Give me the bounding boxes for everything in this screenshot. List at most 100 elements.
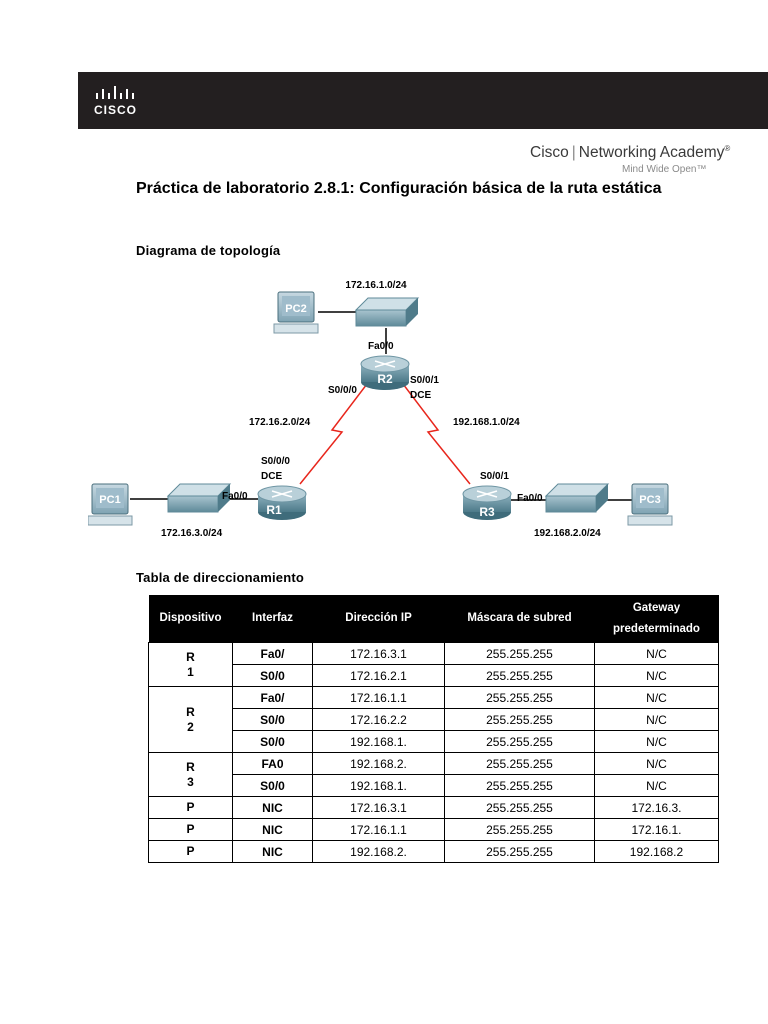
table-row: R 1 Fa0/ 172.16.3.1 255.255.255 N/C xyxy=(148,642,719,687)
r3-fa-label: Fa0/0 xyxy=(517,493,543,504)
gateway-cell: N/C xyxy=(594,774,719,797)
device-cell: R 1 xyxy=(148,642,233,687)
switch-left xyxy=(166,483,232,513)
gateway-cell: N/C xyxy=(594,708,719,731)
mask-cell: 255.255.255 xyxy=(444,686,595,709)
switch-top xyxy=(354,297,420,327)
device-cell: R 2 xyxy=(148,686,233,753)
gateway-cell: 192.168.2 xyxy=(594,840,719,863)
ip-cell: 172.16.3.1 xyxy=(312,642,445,665)
ip-cell: 192.168.1. xyxy=(312,730,445,753)
addressing-table: Dispositivo Interfaz Dirección IP Máscar… xyxy=(148,595,719,863)
interface-cell: S0/0 xyxy=(232,774,313,797)
mask-cell: 255.255.255 xyxy=(444,818,595,841)
gateway-cell: N/C xyxy=(594,752,719,775)
r1-s000-label: S0/0/0 xyxy=(261,456,290,467)
academy-brand: Cisco|Networking Academy® Mind Wide Open… xyxy=(530,144,731,175)
r3-label: R3 xyxy=(479,505,495,519)
table-row: P NIC 172.16.3.1 255.255.255 172.16.3. xyxy=(148,796,719,819)
table-row: S0/0 192.168.1. 255.255.255 N/C xyxy=(149,730,719,753)
interface-cell: Fa0/ xyxy=(232,686,313,709)
r1-fa-label: Fa0/0 xyxy=(222,491,248,502)
ip-cell: 172.16.3.1 xyxy=(312,796,445,819)
router-r2: R2 xyxy=(360,355,410,390)
device-cell: P xyxy=(148,818,233,841)
col-header-mask: Máscara de subred xyxy=(444,595,595,643)
pc3-label: PC3 xyxy=(639,494,660,506)
academy-cisco-word: Cisco xyxy=(530,144,569,162)
gateway-cell: 172.16.3. xyxy=(594,796,719,819)
device-cell: P xyxy=(148,840,233,863)
r2-dce-label: DCE xyxy=(410,390,431,401)
net-right-lan-label: 192.168.2.0/24 xyxy=(534,528,601,539)
pc2: PC2 xyxy=(273,291,319,334)
interface-cell: S0/0 xyxy=(232,664,313,687)
mask-cell: 255.255.255 xyxy=(444,730,595,753)
interface-cell: S0/0 xyxy=(232,708,313,731)
net-left-lan-label: 172.16.3.0/24 xyxy=(161,528,223,539)
pc1-label: PC1 xyxy=(99,494,120,506)
interface-cell: NIC xyxy=(232,840,313,863)
serial-link-r2-r3 xyxy=(399,379,471,485)
col-header-interface: Interfaz xyxy=(232,595,313,643)
ip-cell: 192.168.2. xyxy=(312,752,445,775)
device-cell: P xyxy=(148,796,233,819)
net-top-label: 172.16.1.0/24 xyxy=(345,280,407,291)
switch-right xyxy=(544,483,610,513)
academy-name: Networking Academy xyxy=(578,144,725,162)
router-r3: R3 xyxy=(462,485,512,520)
mask-cell: 255.255.255 xyxy=(444,752,595,775)
interface-cell: NIC xyxy=(232,818,313,841)
mask-cell: 255.255.255 xyxy=(444,796,595,819)
table-header-row: Dispositivo Interfaz Dirección IP Máscar… xyxy=(148,595,719,643)
ip-cell: 172.16.2.2 xyxy=(312,708,445,731)
mask-cell: 255.255.255 xyxy=(444,708,595,731)
cisco-logo: CISCO xyxy=(94,86,154,117)
r2-label: R2 xyxy=(377,372,393,386)
header-bar: CISCO xyxy=(78,72,768,129)
table-row: P NIC 192.168.2. 255.255.255 192.168.2 xyxy=(148,840,719,863)
gateway-cell: N/C xyxy=(594,664,719,687)
interface-cell: NIC xyxy=(232,796,313,819)
table-row: R 3 FA0 192.168.2. 255.255.255 N/C xyxy=(148,752,719,797)
net-left-serial-label: 172.16.2.0/24 xyxy=(249,417,311,428)
mask-cell: 255.255.255 xyxy=(444,664,595,687)
ip-cell: 172.16.2.1 xyxy=(312,664,445,687)
serial-link-r1-r2 xyxy=(299,379,371,485)
gateway-cell: 172.16.1. xyxy=(594,818,719,841)
ip-cell: 172.16.1.1 xyxy=(312,818,445,841)
r1-dce-label: DCE xyxy=(261,471,282,482)
table-row: S0/0 172.16.2.1 255.255.255 N/C xyxy=(149,664,719,687)
registered-mark: ® xyxy=(724,144,731,153)
gateway-cell: N/C xyxy=(594,686,719,709)
router-r1: R1 xyxy=(257,485,307,520)
mask-cell: 255.255.255 xyxy=(444,774,595,797)
table-heading: Tabla de direccionamiento xyxy=(136,570,305,585)
gateway-cell: N/C xyxy=(594,730,719,753)
r2-s001-label: S0/0/1 xyxy=(410,375,439,386)
topology-heading: Diagrama de topología xyxy=(136,243,281,258)
pc3: PC3 xyxy=(627,483,673,526)
table-row: S0/0 172.16.2.2 255.255.255 N/C xyxy=(149,708,719,731)
col-header-device: Dispositivo xyxy=(148,595,233,643)
cisco-logo-text: CISCO xyxy=(94,103,138,117)
cisco-bars-icon xyxy=(96,86,134,99)
net-right-serial-label: 192.168.1.0/24 xyxy=(453,417,520,428)
interface-cell: S0/0 xyxy=(232,730,313,753)
mask-cell: 255.255.255 xyxy=(444,840,595,863)
table-row: P NIC 172.16.1.1 255.255.255 172.16.1. xyxy=(148,818,719,841)
r1-label: R1 xyxy=(266,503,282,517)
table-row: S0/0 192.168.1. 255.255.255 N/C xyxy=(149,774,719,797)
col-header-ip: Dirección IP xyxy=(312,595,445,643)
document-title: Práctica de laboratorio 2.8.1: Configura… xyxy=(136,180,662,197)
r3-s001-label: S0/0/1 xyxy=(480,471,509,482)
interface-cell: Fa0/ xyxy=(232,642,313,665)
mask-cell: 255.255.255 xyxy=(444,642,595,665)
gateway-cell: N/C xyxy=(594,642,719,665)
pc1: PC1 xyxy=(88,483,133,526)
pc2-label: PC2 xyxy=(285,303,306,315)
topology-diagram: PC2 172.16.1.0/24 R2 Fa0/0 S0/0/0 S0/0/1… xyxy=(88,280,673,539)
ip-cell: 192.168.1. xyxy=(312,774,445,797)
table-row: R 2 Fa0/ 172.16.1.1 255.255.255 N/C xyxy=(148,686,719,753)
r2-s000-label: S0/0/0 xyxy=(328,385,357,396)
